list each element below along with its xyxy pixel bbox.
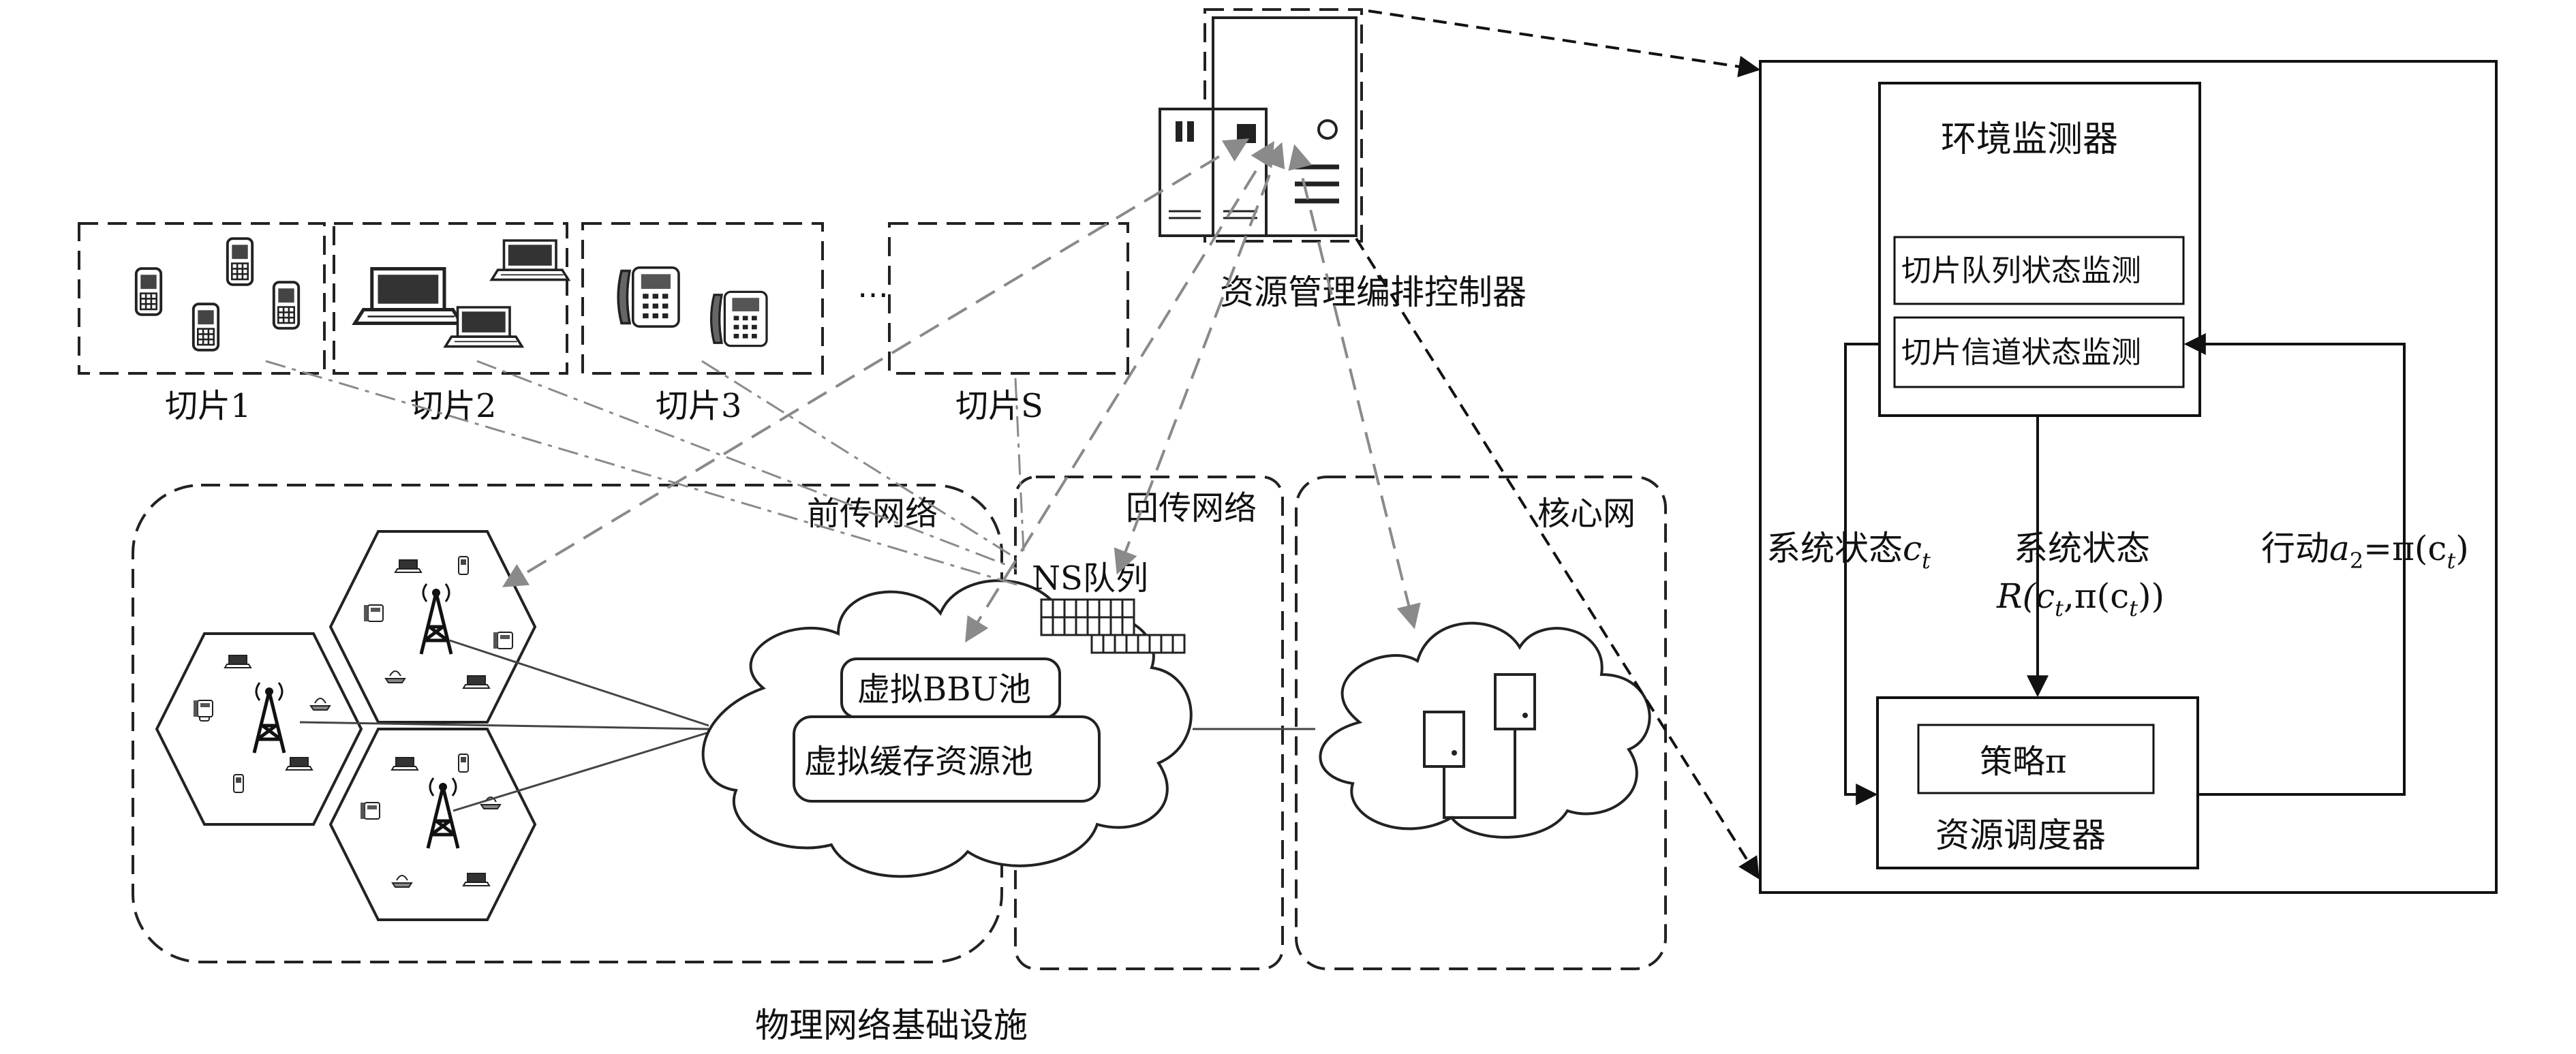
slice-box-1 bbox=[78, 222, 326, 375]
infrastructure-label: 物理网络基础设施 bbox=[755, 1006, 1028, 1045]
mobile-phone-icon bbox=[134, 267, 163, 316]
policy-label: 策略π bbox=[1980, 743, 2067, 781]
slice-label-2: 切片2 bbox=[410, 387, 497, 425]
queue-monitor-label: 切片队列状态监测 bbox=[1901, 253, 2141, 288]
slice-box-s bbox=[888, 222, 1129, 375]
slice-box-3 bbox=[581, 222, 824, 375]
ns-queue-label: NS队列 bbox=[1032, 559, 1148, 598]
action-prefix: 行动 bbox=[2261, 529, 2329, 568]
core-region bbox=[1295, 476, 1667, 970]
cell-hexagon bbox=[155, 632, 363, 826]
action-sub: t bbox=[2447, 548, 2455, 574]
controller-label: 资源管理编排控制器 bbox=[1220, 273, 1527, 312]
controller-detail-panel bbox=[1759, 60, 2498, 894]
system-state-left-sub: t bbox=[1922, 548, 1931, 574]
slice-label-s: 切片S bbox=[955, 387, 1043, 425]
laptop-icon bbox=[444, 306, 523, 348]
slice-box-2 bbox=[333, 222, 570, 375]
policy-box bbox=[1917, 724, 2155, 794]
controller-server-icon bbox=[1159, 8, 1363, 243]
core-server-icon bbox=[1423, 673, 1536, 819]
slice-label-3: 切片3 bbox=[656, 387, 742, 425]
formula-part-3: )) bbox=[2138, 576, 2164, 616]
formula-part-2: ,π(c bbox=[2064, 576, 2129, 616]
queue-monitor-box bbox=[1893, 236, 2185, 305]
system-state-left: 系统状态ct bbox=[1766, 529, 1931, 574]
core-cloud bbox=[1319, 621, 1651, 839]
action-formula: =π(c bbox=[2363, 529, 2447, 568]
core-label: 核心网 bbox=[1537, 495, 1636, 533]
formula-sub-1: t bbox=[2055, 595, 2064, 621]
system-state-left-var: c bbox=[1903, 529, 1922, 568]
slice-to-queue-lines bbox=[265, 360, 1025, 586]
system-state-left-prefix: 系统状态 bbox=[1766, 529, 1903, 568]
desk-phone-icon bbox=[709, 290, 768, 347]
action-text: 行动a2=π(ct) bbox=[2261, 529, 2469, 574]
to-panel-arrow-bottom bbox=[1355, 237, 1760, 880]
cell-tower-icon bbox=[428, 778, 458, 848]
cell-tower-icon bbox=[421, 584, 451, 654]
to-panel-arrow-top bbox=[1368, 10, 1761, 78]
slice-ellipsis: ⋯ bbox=[857, 276, 889, 313]
bbu-pool-label: 虚拟BBU池 bbox=[857, 670, 1031, 709]
formula-part-1: R(c bbox=[1996, 576, 2055, 616]
channel-monitor-box bbox=[1893, 316, 2185, 388]
controller-links bbox=[502, 138, 1421, 643]
scheduler-label: 资源调度器 bbox=[1935, 816, 2106, 855]
virtual-resource-cloud bbox=[701, 579, 1193, 878]
monitor-title: 环境监测器 bbox=[1941, 119, 2118, 160]
mobile-phone-icon bbox=[272, 281, 301, 330]
cell-tower-icon bbox=[254, 683, 284, 753]
backhaul-label: 回传网络 bbox=[1126, 489, 1257, 527]
mobile-phone-icon bbox=[226, 237, 254, 286]
slice-label-1: 切片1 bbox=[165, 387, 251, 425]
channel-monitor-label: 切片信道状态监测 bbox=[1901, 335, 2141, 370]
laptop-icon bbox=[355, 269, 461, 324]
desk-phone-icon bbox=[617, 266, 680, 328]
action-formula-end: ) bbox=[2455, 529, 2469, 568]
cell-hexagon bbox=[328, 530, 537, 724]
formula-sub-2: t bbox=[2129, 595, 2138, 621]
system-state-mid-formula: R(ct,π(ct)) bbox=[1996, 576, 2164, 621]
cache-pool-label: 虚拟缓存资源池 bbox=[804, 743, 1033, 781]
laptop-icon bbox=[490, 239, 570, 281]
mobile-phone-icon bbox=[191, 303, 220, 352]
cell-hexagon bbox=[328, 728, 537, 921]
system-state-mid-title: 系统状态 bbox=[2014, 529, 2150, 568]
